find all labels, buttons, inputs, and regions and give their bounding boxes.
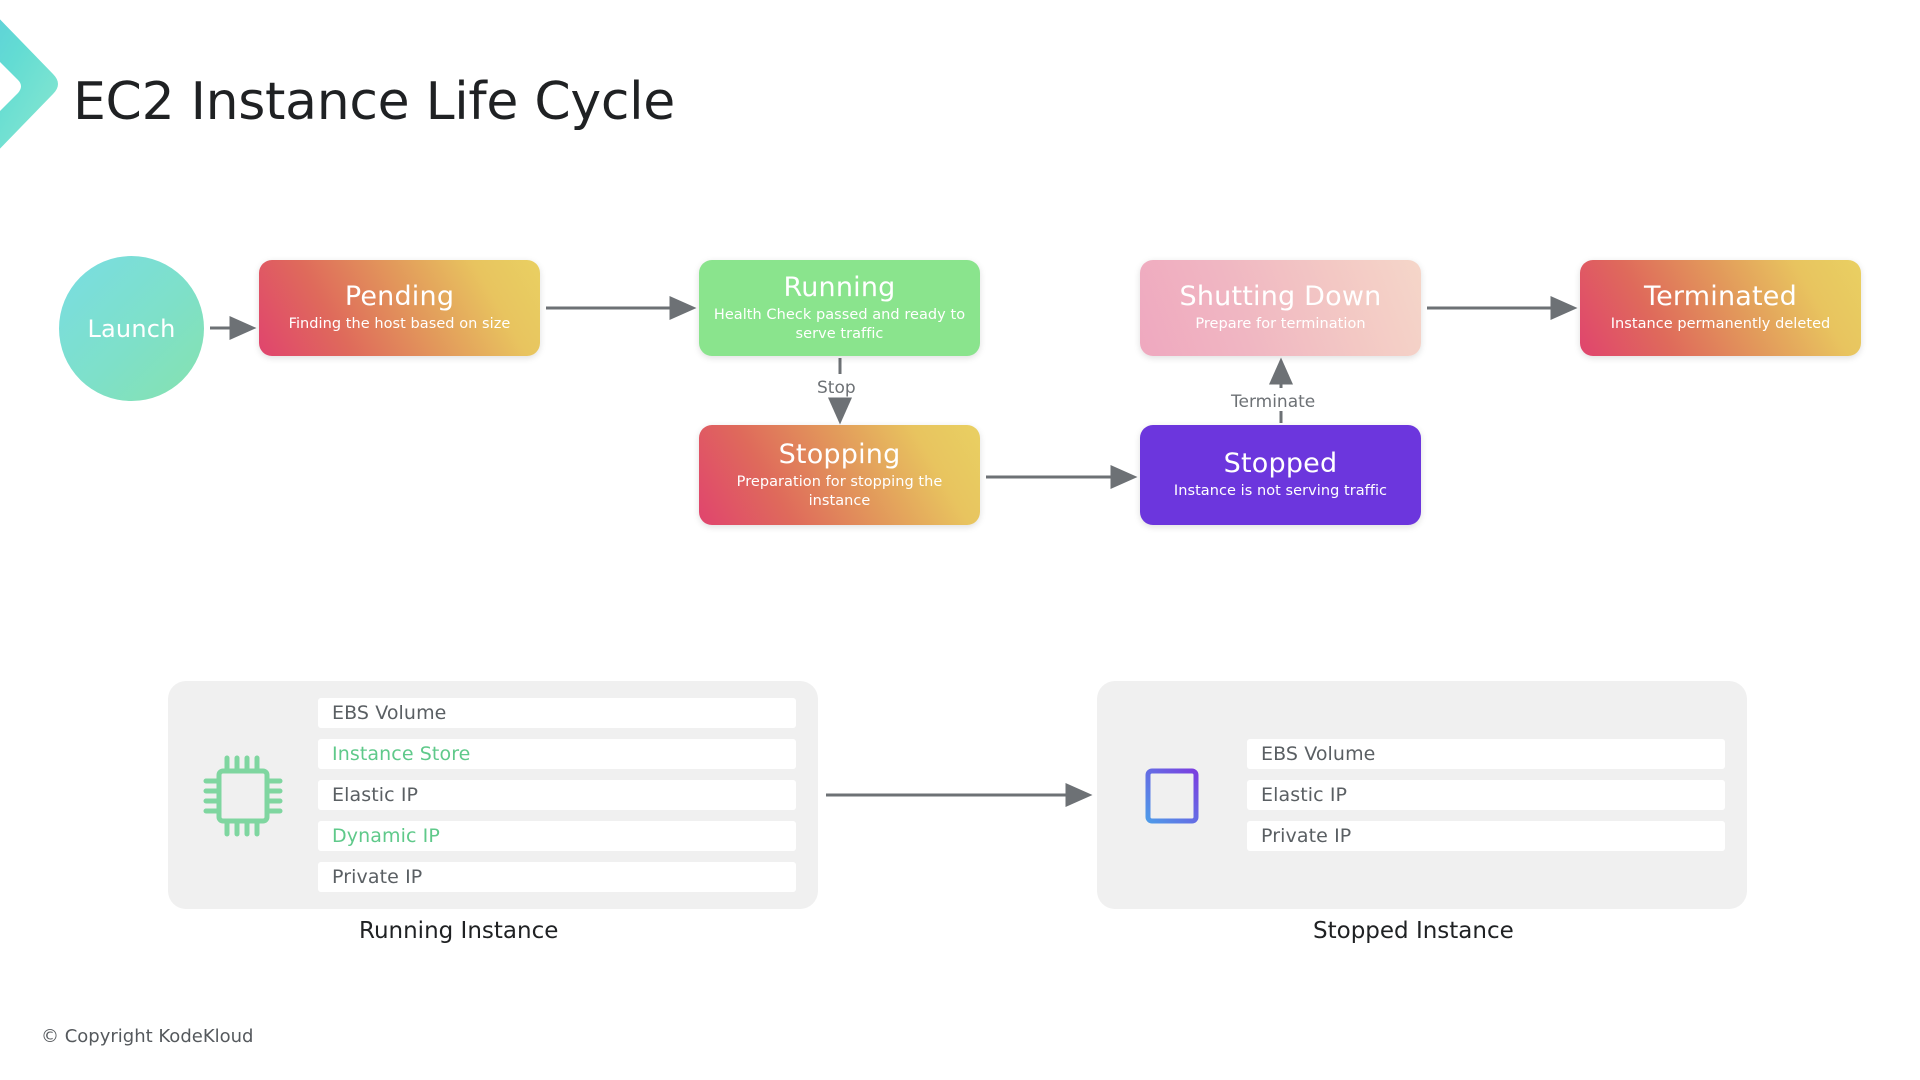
attribute-row: Private IP: [1247, 821, 1725, 851]
attribute-row: Dynamic IP: [318, 821, 796, 851]
state-box-terminated[interactable]: Terminated Instance permanently deleted: [1580, 260, 1861, 356]
state-desc-running: Health Check passed and ready to serve t…: [713, 307, 966, 342]
caption-running-instance: Running Instance: [359, 918, 559, 944]
state-title-stopped: Stopped: [1223, 448, 1338, 480]
panel-stopped-instance: EBS Volume Elastic IP Private IP: [1097, 681, 1747, 909]
edge-label-terminate: Terminate: [1231, 392, 1316, 412]
state-desc-terminated: Instance permanently deleted: [1610, 316, 1831, 333]
attribute-row: EBS Volume: [318, 698, 796, 728]
state-title-stopping: Stopping: [778, 438, 901, 470]
attribute-list-running: EBS Volume Instance Store Elastic IP Dyn…: [318, 698, 818, 892]
state-box-pending[interactable]: Pending Finding the host based on size: [259, 260, 540, 356]
state-desc-stopped: Instance is not serving traffic: [1173, 483, 1388, 500]
attribute-row: EBS Volume: [1247, 739, 1725, 769]
state-box-stopped[interactable]: Stopped Instance is not serving traffic: [1140, 425, 1421, 525]
edge-label-stop: Stop: [817, 378, 856, 398]
attribute-list-stopped: EBS Volume Elastic IP Private IP: [1247, 739, 1747, 851]
state-desc-stopping: Preparation for stopping the instance: [736, 474, 943, 509]
attribute-row: Private IP: [318, 862, 796, 892]
chevron-right-logo-icon: [0, 19, 58, 149]
launch-node[interactable]: Launch: [59, 256, 204, 401]
cpu-chip-icon: [1132, 755, 1212, 837]
state-desc-shutting-down: Prepare for termination: [1195, 316, 1366, 333]
caption-stopped-instance: Stopped Instance: [1313, 918, 1514, 944]
state-box-running[interactable]: Running Health Check passed and ready to…: [699, 260, 980, 356]
attribute-row: Elastic IP: [318, 780, 796, 810]
attribute-row: Instance Store: [318, 739, 796, 769]
cpu-chip-icon-wrap-running: [168, 749, 318, 841]
page-title: EC2 Instance Life Cycle: [73, 72, 675, 132]
state-title-terminated: Terminated: [1644, 281, 1797, 313]
cpu-chip-icon-wrap-stopped: [1097, 749, 1247, 841]
state-box-stopping[interactable]: Stopping Preparation for stopping the in…: [699, 425, 980, 525]
footer-copyright: © Copyright KodeKloud: [41, 1026, 254, 1047]
panel-running-instance: EBS Volume Instance Store Elastic IP Dyn…: [168, 681, 818, 909]
state-title-running: Running: [783, 271, 896, 303]
state-box-shutting-down[interactable]: Shutting Down Prepare for termination: [1140, 260, 1421, 356]
state-title-pending: Pending: [344, 281, 455, 313]
state-desc-pending: Finding the host based on size: [288, 316, 511, 333]
state-title-shutting-down: Shutting Down: [1179, 281, 1382, 313]
attribute-row: Elastic IP: [1247, 780, 1725, 810]
cpu-chip-icon: [203, 755, 283, 837]
launch-label: Launch: [87, 314, 176, 343]
